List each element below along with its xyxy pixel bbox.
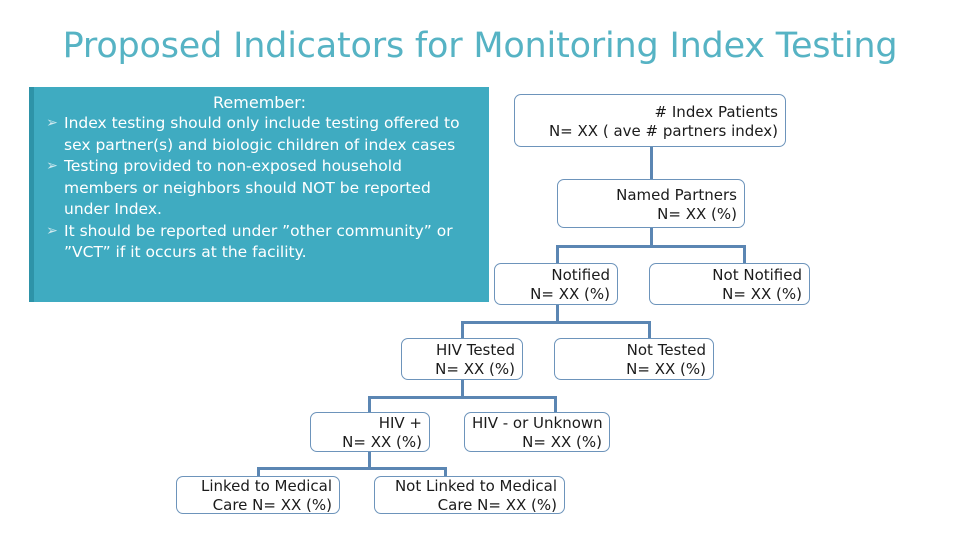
node-line-2: N= XX (%): [626, 360, 706, 378]
node-hiv-positive[interactable]: HIV + N= XX (%): [310, 412, 430, 452]
node-hiv-tested[interactable]: HIV Tested N= XX (%): [401, 338, 523, 380]
connector-hiv-tested-to-negative: [554, 396, 557, 412]
connector-hiv-positive-stem: [368, 452, 371, 467]
arrow-bullet-icon: ➢: [46, 222, 58, 239]
node-not-tested[interactable]: Not Tested N= XX (%): [554, 338, 714, 380]
node-line-1: Not Tested: [626, 341, 706, 359]
node-line-2: N= XX (%): [435, 360, 515, 378]
node-linked-to-care[interactable]: Linked to Medical Care N= XX (%): [176, 476, 340, 514]
remember-list-item: ➢ Testing provided to non-exposed househ…: [40, 156, 479, 221]
node-line-1: HIV Tested: [435, 341, 515, 359]
node-line-2: N= XX (%): [530, 285, 610, 303]
remember-list-item: ➢ Index testing should only include test…: [40, 113, 479, 156]
node-line-1: Linked to Medical: [201, 477, 332, 495]
remember-heading: Remember:: [213, 93, 306, 112]
connector-named-stem: [650, 228, 653, 245]
node-line-1: HIV - or Unknown: [472, 414, 603, 432]
node-not-linked-to-care[interactable]: Not Linked to Medical Care N= XX (%): [374, 476, 565, 514]
remember-callout: Remember: ➢ Index testing should only in…: [29, 87, 489, 302]
connector-hiv-positive-split: [257, 467, 447, 470]
node-notified[interactable]: Notified N= XX (%): [494, 263, 618, 305]
remember-item-text: Index testing should only include testin…: [64, 114, 460, 154]
connector-named-to-not-notified: [743, 245, 746, 263]
connector-named-split: [556, 245, 745, 248]
node-index-patients[interactable]: # Index Patients N= XX ( ave # partners …: [514, 94, 786, 147]
connector-notified-stem: [556, 305, 559, 321]
node-line-2: N= XX (%): [342, 433, 422, 451]
node-line-2: N= XX (%): [657, 204, 737, 223]
connector-hiv-tested-split: [368, 396, 556, 399]
connector-notified-to-not-tested: [648, 321, 651, 338]
arrow-bullet-icon: ➢: [46, 158, 58, 174]
arrow-bullet-icon: ➢: [46, 115, 58, 131]
node-line-2: N= XX ( ave # partners index): [548, 121, 778, 140]
node-line-2: N= XX (%): [522, 433, 602, 451]
remember-list-item: ➢ It should be reported under ”other com…: [40, 221, 479, 264]
connector-index-to-named: [650, 147, 653, 179]
node-line-2: N= XX (%): [722, 285, 802, 303]
page-title: Proposed Indicators for Monitoring Index…: [62, 26, 898, 66]
node-hiv-negative-unknown[interactable]: HIV - or Unknown N= XX (%): [464, 412, 610, 452]
node-line-2: Care N= XX (%): [437, 496, 557, 514]
connector-notified-to-hiv-tested: [461, 321, 464, 338]
remember-item-text: It should be reported under ”other commu…: [64, 221, 453, 262]
connector-hiv-tested-stem: [461, 380, 464, 396]
node-line-1: # Index Patients: [654, 102, 778, 121]
connector-named-to-notified: [556, 245, 559, 263]
node-line-2: Care N= XX (%): [212, 496, 332, 514]
connector-hiv-positive-to-linked: [257, 467, 260, 482]
node-line-1: Not Notified: [712, 266, 802, 284]
node-named-partners[interactable]: Named Partners N= XX (%): [557, 179, 745, 228]
node-not-notified[interactable]: Not Notified N= XX (%): [649, 263, 810, 305]
node-line-1: Notified: [551, 266, 610, 284]
connector-notified-split: [461, 321, 651, 324]
connector-hiv-tested-to-positive: [368, 396, 371, 412]
node-line-1: Named Partners: [616, 185, 737, 204]
node-line-1: Not Linked to Medical: [394, 477, 557, 495]
connector-hiv-positive-to-not-linked: [444, 467, 447, 482]
remember-item-text: Testing provided to non-exposed househol…: [64, 157, 431, 218]
node-line-1: HIV +: [378, 414, 422, 432]
